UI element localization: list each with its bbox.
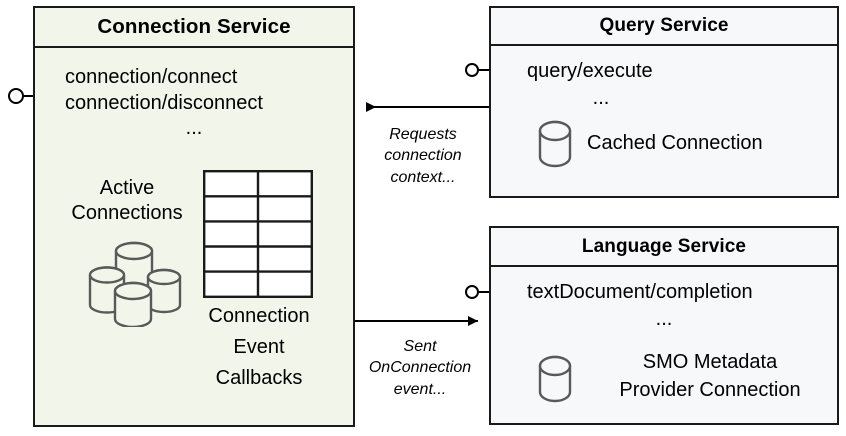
connector-label-line3: event... — [393, 380, 447, 398]
query-service-operations-more: ... — [592, 87, 610, 109]
query-service-operation-execute[interactable]: query/execute — [527, 60, 653, 82]
language-service-operations-more: ... — [655, 308, 673, 330]
connection-event-callbacks-label-line3: Callbacks — [215, 367, 303, 389]
connection-service-operation-connect[interactable]: connection/connect — [65, 66, 238, 88]
language-service-title: Language Service — [491, 228, 837, 267]
smo-metadata-label-line1: SMO Metadata — [642, 351, 778, 373]
database-cylinder-icon — [538, 120, 572, 168]
active-connections-label-line1: Active — [99, 177, 155, 199]
language-service-operation-completion[interactable]: textDocument/completion — [527, 281, 753, 303]
connector-label-line1: Sent — [403, 338, 437, 355]
component-language-service[interactable]: Language Service textDocument/completion… — [489, 226, 839, 425]
active-connections-label-line2: Connections — [71, 202, 183, 224]
database-cylinder-icon — [538, 355, 572, 403]
connector-label-line2: connection — [384, 147, 462, 165]
connection-service-operations-more: ... — [185, 117, 203, 139]
connector-label-line2: OnConnection — [368, 359, 472, 377]
connection-service-operation-disconnect[interactable]: connection/disconnect — [65, 92, 263, 114]
cached-connection-label: Cached Connection — [587, 132, 763, 154]
language-service-body: textDocument/completion ... SMO Metadata… — [491, 267, 837, 423]
query-service-title: Query Service — [491, 8, 837, 46]
connector-label-sent-onconnection-event: Sent OnConnection event... — [358, 336, 482, 400]
connection-service-title: Connection Service — [35, 8, 353, 48]
table-grid-icon — [203, 170, 313, 298]
connector-label-requests-connection-context: Requests connection context... — [366, 124, 480, 188]
database-cluster-icon — [88, 241, 182, 327]
connection-event-callbacks-label-line2: Event — [233, 336, 285, 358]
connection-service-body: connection/connect connection/disconnect… — [35, 48, 353, 425]
query-service-body: query/execute ... Cached Connection — [491, 46, 837, 196]
connection-event-callbacks-label-line1: Connection — [208, 305, 310, 327]
component-connection-service[interactable]: Connection Service connection/connect co… — [33, 6, 355, 427]
connector-label-line3: context... — [390, 168, 456, 186]
component-query-service[interactable]: Query Service query/execute ... Cached C… — [489, 6, 839, 198]
smo-metadata-label-line2: Provider Connection — [619, 379, 801, 401]
connector-label-line1: Requests — [389, 126, 457, 143]
